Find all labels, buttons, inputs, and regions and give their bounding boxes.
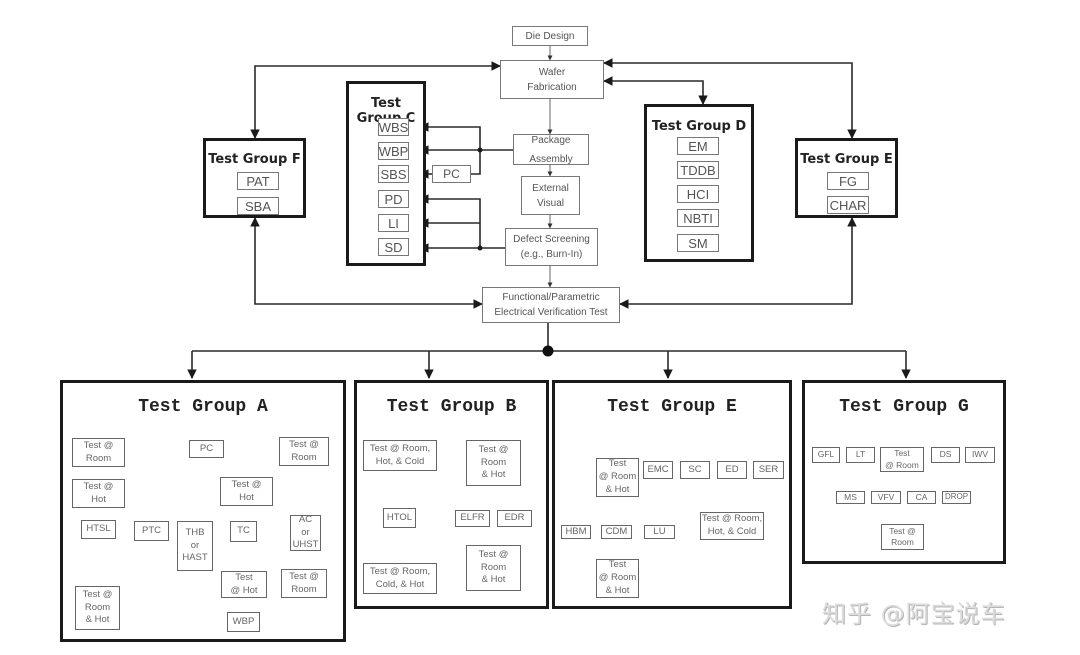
functional-verification-node: Functional/Parametric Electrical Verific… [482, 287, 620, 323]
group-c-item-sd: SD [378, 238, 409, 256]
group-a-wbp: WBP [227, 612, 260, 632]
group-b-htol: HTOL [383, 508, 416, 528]
group-e-bottom-cdm: CDM [601, 525, 632, 539]
group-c-pc-node: PC [432, 165, 471, 183]
group-e-bottom-lu: LU [644, 525, 675, 539]
group-a-test-hot-3: Test @ Hot [221, 571, 267, 598]
test-group-e-bottom: Test Group E [552, 380, 792, 609]
group-g-test-room-1: Test @ Room [880, 447, 924, 472]
group-a-tc: TC [230, 521, 257, 542]
group-c-item-pd: PD [378, 190, 409, 208]
group-a-htsl: HTSL [81, 520, 116, 539]
group-g-gfl: GFL [812, 447, 840, 463]
watermark-text: 知乎 @阿宝说车 [822, 600, 1006, 628]
group-g-ca: CA [907, 491, 936, 504]
group-e-bottom-hbm: HBM [561, 525, 591, 539]
test-group-c: Test Group C [346, 81, 426, 266]
group-c-item-li: LI [378, 214, 409, 232]
group-a-pc: PC [189, 440, 224, 458]
branch-junction-dot [542, 345, 554, 357]
group-e-bottom-ed: ED [717, 461, 747, 479]
group-c-links [419, 122, 513, 253]
wafer-fabrication-node: Wafer Fabrication [500, 60, 604, 99]
group-b-test-room-hot-1: Test @ Room & Hot [466, 440, 521, 486]
group-a-test-room-3: Test @ Room [281, 569, 327, 598]
die-design-node: Die Design [512, 26, 588, 46]
group-c-item-wbs: WBS [378, 118, 409, 136]
package-assembly-node: Package Assembly [513, 134, 589, 165]
group-e-top-title: Test Group E [800, 152, 893, 167]
group-e-top-item-fg: FG [827, 172, 869, 190]
group-e-functional-link [619, 217, 857, 309]
group-f-title: Test Group F [208, 152, 301, 167]
group-a-test-room-2: Test @ Room [279, 437, 329, 466]
group-d-item-hci: HCI [677, 185, 719, 203]
group-g-lt: LT [846, 447, 875, 463]
group-g-iwv: IWV [965, 447, 995, 463]
group-e-top-item-char: CHAR [827, 196, 869, 214]
group-d-item-em: EM [677, 137, 719, 155]
group-b-test-room-hot-cold: Test @ Room, Hot, & Cold [363, 440, 437, 471]
group-e-bottom-title: Test Group E [607, 397, 737, 417]
group-g-test-room-2: Test @ Room [881, 524, 924, 550]
group-c-item-sbs: SBS [378, 165, 409, 183]
wafer-group-e-link [603, 58, 857, 139]
group-g-ms: MS [836, 491, 865, 504]
group-b-test-room-cold-hot: Test @ Room, Cold, & Hot [363, 563, 437, 594]
wafer-group-f-link [250, 61, 501, 139]
group-b-elfr: ELFR [455, 510, 490, 527]
defect-screening-node: Defect Screening (e.g., Burn-In) [505, 228, 598, 266]
group-a-ptc: PTC [134, 521, 169, 541]
group-f-item-pat: PAT [237, 172, 279, 190]
group-g-vfv: VFV [871, 491, 901, 504]
group-e-bottom-test-room-hot-2: Test @ Room & Hot [596, 559, 639, 598]
group-b-edr: EDR [497, 510, 532, 527]
group-d-item-nbti: NBTI [677, 209, 719, 227]
group-a-test-hot-1: Test @ Hot [72, 479, 125, 508]
group-f-item-sba: SBA [237, 197, 279, 215]
group-a-test-room-hot: Test @ Room & Hot [75, 586, 120, 630]
group-a-title: Test Group A [138, 397, 268, 417]
group-b-test-room-hot-2: Test @ Room & Hot [466, 545, 521, 591]
external-visual-node: External Visual [521, 176, 580, 215]
group-g-drop: DROP [942, 491, 971, 504]
group-d-item-sm: SM [677, 234, 719, 252]
group-c-item-wbp: WBP [378, 142, 409, 160]
group-g-title: Test Group G [839, 397, 969, 417]
group-f-functional-link [250, 217, 483, 309]
group-a-test-hot-2: Test @ Hot [220, 477, 273, 506]
wafer-group-d-link [603, 76, 708, 105]
group-g-ds: DS [931, 447, 960, 463]
bottom-branch-lines [187, 345, 911, 379]
group-a-test-room-1: Test @ Room [72, 438, 125, 467]
group-a-thb-hast: THB or HAST [177, 521, 213, 571]
group-a-ac-uhst: AC or UHST [290, 514, 321, 551]
group-e-bottom-ser: SER [753, 461, 784, 479]
group-d-item-tddb: TDDB [677, 161, 719, 179]
group-d-title: Test Group D [651, 119, 747, 134]
group-e-bottom-test-room-hot-1: Test @ Room & Hot [596, 458, 639, 497]
group-e-bottom-sc: SC [680, 461, 710, 479]
group-e-bottom-emc: EMC [643, 461, 673, 479]
group-b-title: Test Group B [386, 397, 517, 417]
group-e-bottom-test-room-hot-cold: Test @ Room, Hot, & Cold [700, 512, 764, 540]
